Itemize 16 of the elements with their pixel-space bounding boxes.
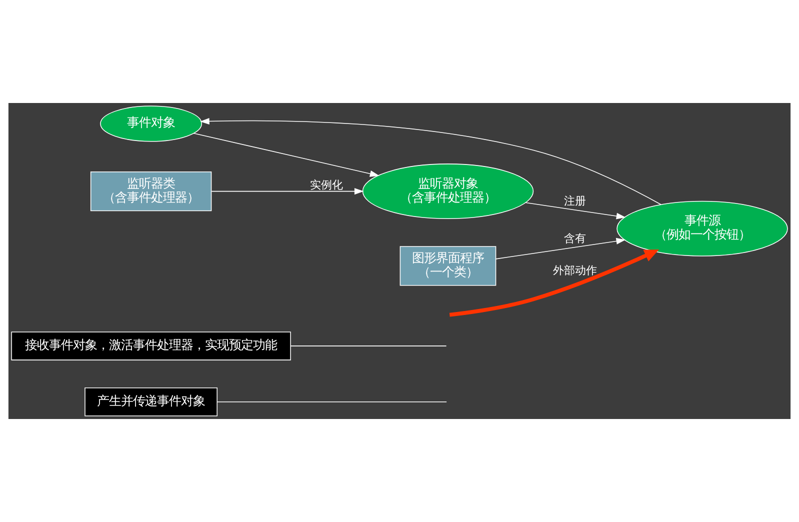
node-box: 产生并传递事件对象 <box>84 388 218 416</box>
arrow <box>525 202 626 220</box>
node-box: 监听器类 （含事件处理器） <box>90 171 212 212</box>
edge-label: 注册 <box>564 194 586 208</box>
node-ellipse: 事件对象 <box>100 106 202 142</box>
node-box: 图形界面程序 （一个类） <box>400 246 496 286</box>
arrow <box>449 250 659 317</box>
edge-label: 含有 <box>564 232 586 245</box>
edge-label: 外部动作 <box>553 264 598 277</box>
arrow <box>200 118 662 205</box>
arrow <box>193 132 380 177</box>
arrow <box>211 188 364 195</box>
node-box: 接收事件对象，激活事件处理器，实现预定功能 <box>11 332 291 360</box>
node-ellipse: 监听器对象 （含事件处理器） <box>362 164 534 220</box>
arrow <box>496 238 626 260</box>
edge-label: 实例化 <box>310 178 344 192</box>
